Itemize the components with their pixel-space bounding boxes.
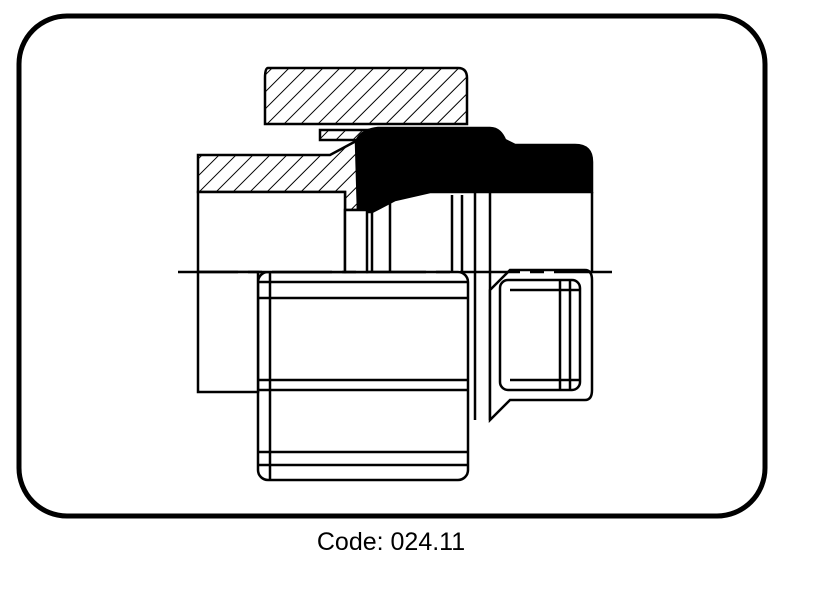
part-code-caption: Code: 024.11 <box>316 528 466 556</box>
union-nut-body <box>256 270 470 482</box>
right-threaded-end <box>488 268 594 424</box>
union-fitting-section <box>178 66 612 482</box>
left-tail-body <box>196 190 347 274</box>
union-nut-hatched <box>263 66 469 126</box>
fitting-drawing <box>16 13 768 519</box>
male-part-section <box>354 126 594 214</box>
